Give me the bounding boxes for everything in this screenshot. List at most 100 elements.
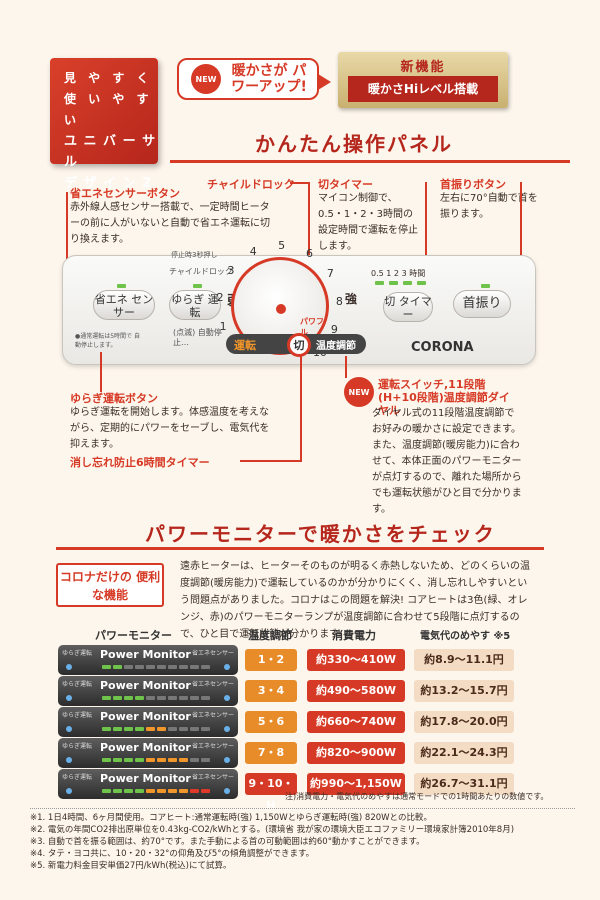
monitor-left-label: ゆらぎ運転 [62, 681, 93, 688]
yuragi-button[interactable]: ゆらぎ 運転 [169, 290, 221, 320]
monitor-segment [135, 789, 144, 793]
header-cost: 電気代のめやす ※5 [420, 631, 511, 642]
off-switch[interactable]: 切 [287, 333, 311, 357]
monitor-section-title: パワーモニターで暖かさをチェック [145, 522, 496, 546]
monitor-left-dot [66, 695, 72, 701]
dial-callout-text: ダイヤル式の11段階温度調節でお好みの暖かさに設定できます。また、温度調節(暖房… [372, 408, 522, 515]
monitor-segment [102, 696, 111, 700]
monitor-segment [124, 727, 133, 731]
brand-logo: CORONA [411, 340, 474, 355]
monitor-left-dot [66, 788, 72, 794]
monitor-segment [190, 758, 199, 762]
monitor-left-label: ゆらぎ運転 [62, 743, 93, 750]
timer-led-05 [375, 281, 384, 285]
monitor-segment [168, 758, 177, 762]
dial-number-3: 3 [227, 263, 235, 277]
monitor-segment [201, 665, 210, 669]
dial-number-8: 8 [335, 294, 343, 308]
monitor-title: Power Monitor [100, 648, 191, 661]
dial-number-4: 4 [249, 245, 257, 259]
swing-led [481, 284, 490, 288]
monitor-segment [146, 665, 155, 669]
monitor-segment [179, 665, 188, 669]
monitor-segment [146, 727, 155, 731]
monitor-segment [157, 789, 166, 793]
monitor-segment [190, 727, 199, 731]
autooff-callout-line-h [240, 460, 302, 462]
monitor-right-dot [224, 788, 230, 794]
monitor-segment [113, 696, 122, 700]
monitor-segment [124, 665, 133, 669]
yuragi-callout-line [100, 352, 102, 392]
monitor-left-label: ゆらぎ運転 [62, 712, 93, 719]
off-timer-button[interactable]: 切 タイマー [383, 292, 433, 322]
level-pill-3: 5・6 [245, 711, 297, 733]
bubble-text: 暖かさが パワーアップ! [231, 63, 307, 95]
swing-button[interactable]: 首振り [453, 290, 511, 318]
footnote-5: ※5. 新電力料金目安単価27円/kWh(税込)にて試算。 [30, 861, 232, 871]
strong-label: 強 [345, 292, 358, 306]
monitor-segment [135, 665, 144, 669]
off-timer-callout-text: マイコン制御で、0.5・1・2・3時間の設定時間で運転を停止します。 [318, 193, 418, 252]
monitor-segment [190, 665, 199, 669]
run-label: 運転 [234, 339, 256, 352]
eco-sensor-callout-title: 省エネセンサーボタン [70, 187, 180, 200]
monitor-segment [190, 789, 199, 793]
cost-pill-2: 約13.2〜15.7円 [414, 680, 514, 702]
monitor-left-label: ゆらぎ運転 [62, 774, 93, 781]
monitor-title: Power Monitor [100, 741, 191, 754]
power-pill-5: 約990〜1,150W [307, 773, 405, 795]
header-monitor: パワーモニター [95, 629, 172, 642]
new-feature-box: 新機能 暖かさHiレベル搭載 [338, 52, 508, 108]
dial-callout-title: 運転スイッチ,11段階 (H+10段階)温度調節ダイヤル [378, 378, 510, 417]
swing-callout-title: 首振りボタン [440, 178, 506, 191]
temp-label: 温度調節 [316, 341, 356, 352]
monitor-title: Power Monitor [100, 710, 191, 723]
monitor-segment [157, 727, 166, 731]
footnote-3: ※3. 自動で首を振る範囲は、約70°です。また手動による首の可動範囲は約60°… [30, 837, 425, 847]
timer-opt-05: 0.5 [371, 269, 384, 278]
dial-callout-line [345, 356, 347, 378]
yuragi-callout-title: ゆらぎ運転ボタン [70, 392, 158, 405]
title-rule [170, 160, 570, 163]
badge-line-3: ユ ニ バ ー サ ル [64, 134, 157, 170]
power-pill-1: 約330〜410W [307, 649, 405, 671]
monitor-segment [168, 789, 177, 793]
monitor-right-dot [224, 726, 230, 732]
dial-number-9: 9 [330, 323, 338, 337]
timer-opt-1: 1 [386, 269, 392, 278]
monitor-segment [135, 758, 144, 762]
power-up-bubble: NEW 暖かさが パワーアップ! [177, 58, 331, 100]
monitor-right-dot [224, 695, 230, 701]
monitor-segment [124, 696, 133, 700]
monitor-segment [146, 789, 155, 793]
monitor-left-dot [66, 726, 72, 732]
monitor-segment [179, 758, 188, 762]
eco-sensor-button[interactable]: 省エネ センサー [93, 290, 155, 320]
off-timer-callout-title: 切タイマー [318, 178, 373, 191]
monitor-left-dot [66, 757, 72, 763]
footnote-4: ※4. タテ・ヨコ共に、10・20・32°の仰角及び5°の傾角調整ができます。 [30, 849, 315, 859]
monitor-title: Power Monitor [100, 772, 191, 785]
dial-number-5: 5 [278, 239, 286, 253]
cost-pill-1: 約8.9〜11.1円 [414, 649, 514, 671]
monitor-title-rule [56, 547, 544, 550]
swing-callout-line [520, 182, 522, 294]
monitor-segment [157, 665, 166, 669]
child-lock-label: チャイルドロック [169, 267, 233, 276]
monitor-segment [113, 727, 122, 731]
auto-off-callout-title: 消し忘れ防止6時間タイマー [70, 456, 210, 469]
monitor-right-label: 省エネセンサー [191, 712, 234, 719]
monitor-segment [179, 696, 188, 700]
badge-line-1: 見 や す く [64, 71, 153, 85]
monitor-segment [168, 665, 177, 669]
monitor-segment [168, 696, 177, 700]
monitor-segment [201, 758, 210, 762]
monitor-left-dot [66, 664, 72, 670]
note-divider [30, 808, 575, 810]
monitor-segment [135, 696, 144, 700]
